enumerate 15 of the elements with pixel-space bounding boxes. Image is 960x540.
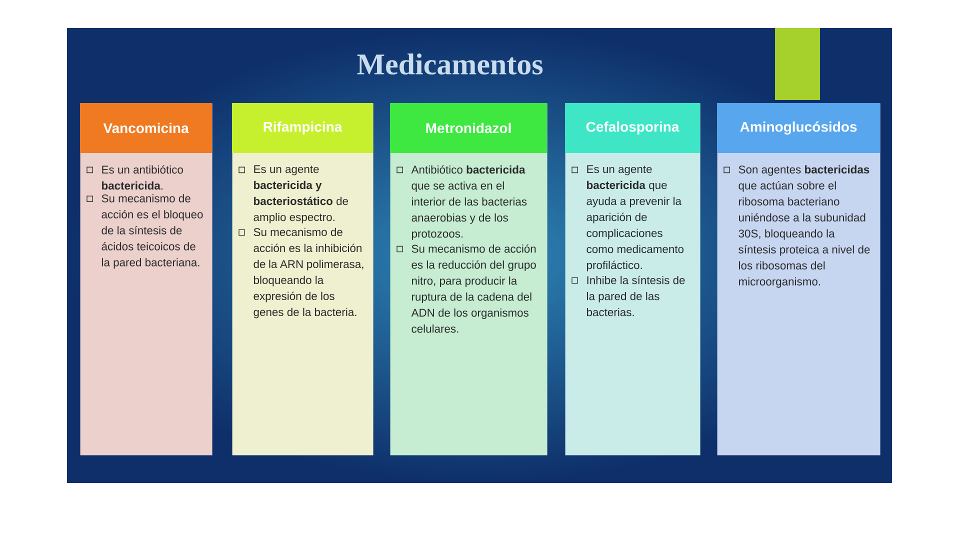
column-header: Aminoglucósidos <box>717 103 880 153</box>
bullet-text: Es un agente bactericida y bacteriostático de amplio espectro. <box>254 165 348 224</box>
bullet-text: Es un antibiótico bactericida. <box>102 165 183 190</box>
bullet-text: Su mecanismo de acción es la inhibición de la ARN polimerasa, bloqueando la expresión de los genes de la bacteria. <box>254 228 364 318</box>
bullet-text: Inhibe la síntesis de la pared de las bacterias. <box>587 276 685 316</box>
column-header: Metronidazol <box>390 103 547 153</box>
column-header: Vancomicina <box>80 103 212 153</box>
column-header: Cefalosporina <box>565 103 700 153</box>
bullet-text: Es un agente bactericida que ayuda a prevenir la aparición de complicaciones como medicamento profiláctico. <box>586 165 684 272</box>
bullet-text: Son agentes bactericidas que actúan sobre el ribosoma bacteriano uniéndose a la subunidad 30S, bloqueando la síntesis proteica a nivel de los ribosomas del microorganismo. <box>738 165 870 288</box>
slide-title: Medicamentos <box>357 53 543 75</box>
bullet-text: Antibiótico bactericida que se activa en el interior de las bacterias anaerobias y de los protozoos. <box>411 165 527 240</box>
bullet-text: Su mecanismo de acción es la reducción del grupo nitro, para producir la ruptura de la cadena del ADN de los organismos celulares. <box>411 244 536 333</box>
bullet-text: Su mecanismo de acción es el bloqueo de la síntesis de ácidos teicoicos de la pared bacteriana. <box>102 194 203 269</box>
column-header: Rifampicina <box>232 103 373 153</box>
